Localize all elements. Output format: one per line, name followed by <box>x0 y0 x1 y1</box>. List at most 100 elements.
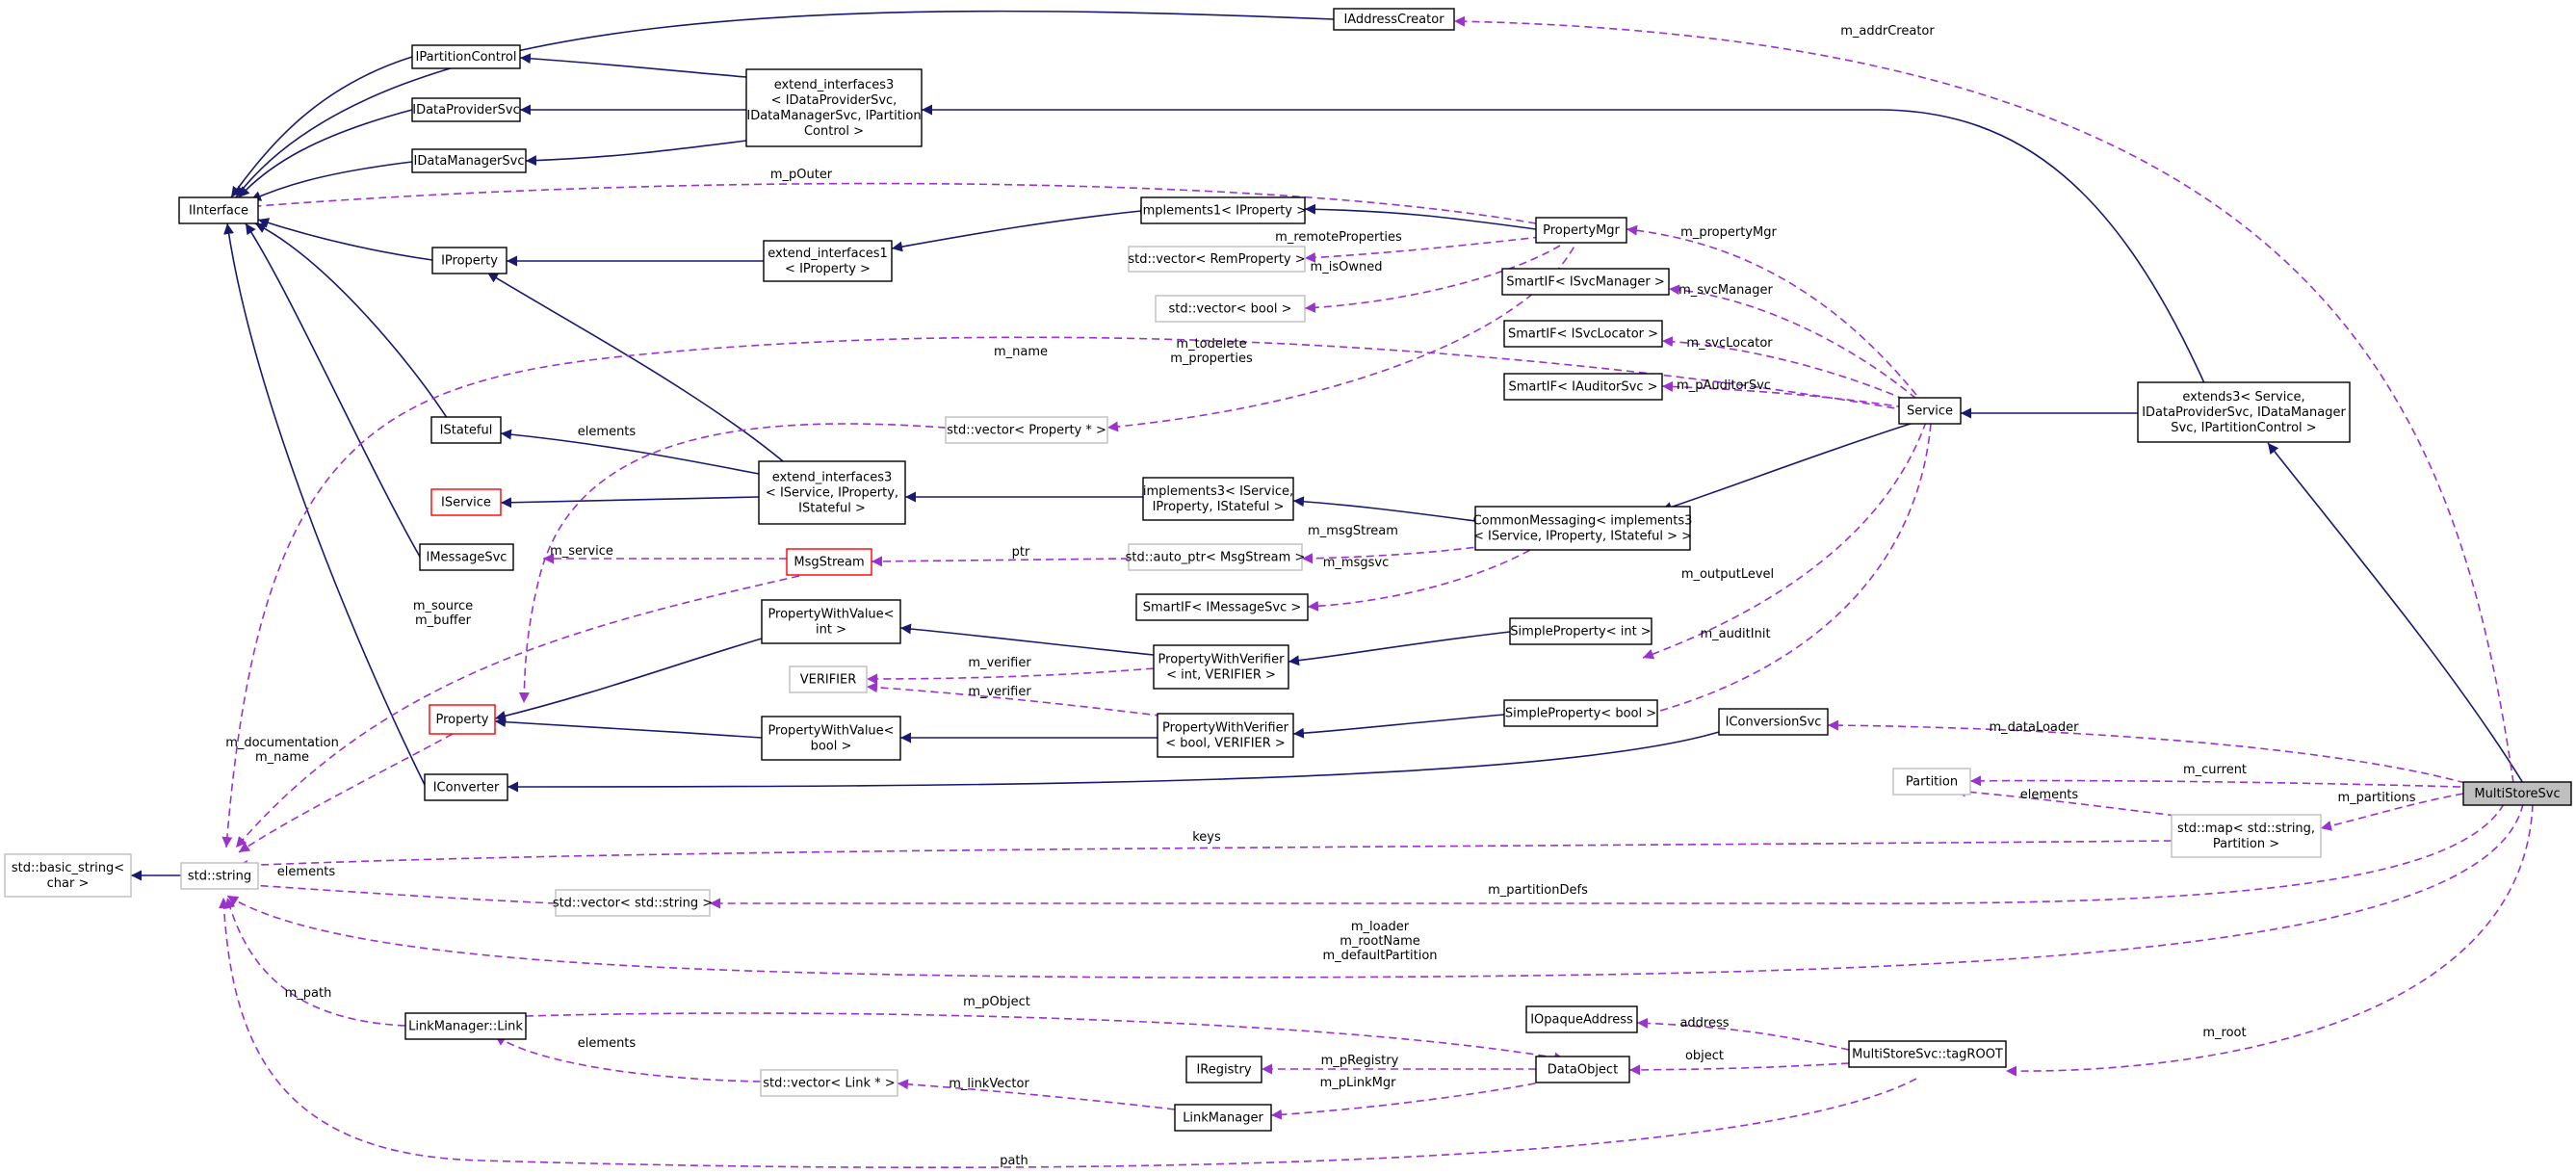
node-iaddresscreator[interactable]: IAddressCreator <box>1333 8 1455 31</box>
node-box <box>2137 381 2351 443</box>
node-implements1[interactable]: implements1< IProperty > <box>1139 196 1307 224</box>
edge-propertymgr-impl1 <box>1304 203 1537 230</box>
node-box <box>180 862 259 890</box>
node-label: Control > <box>804 124 864 139</box>
node-extend-interfaces1[interactable]: extend_interfaces1< IProperty > <box>763 240 893 282</box>
edge-iaddresscreator-iinterface <box>235 10 1335 198</box>
edge-current <box>1969 775 2461 788</box>
node-vector-string[interactable]: std::vector< std::string > <box>553 889 713 917</box>
node-idatamanagersvc[interactable]: IDataManagerSvc <box>411 148 527 173</box>
node-iproperty[interactable]: IProperty <box>431 247 507 274</box>
node-box <box>1128 543 1303 571</box>
node-vector-remproperty[interactable]: std::vector< RemProperty > <box>1128 246 1306 273</box>
node-linkmanager-link[interactable]: LinkManager::Link <box>404 1012 527 1040</box>
edge-label-line: m_dataLoader <box>1990 720 2080 735</box>
node-label: IStateful <box>440 424 493 438</box>
node-partition[interactable]: Partition <box>1892 768 1971 796</box>
node-map-string-partition[interactable]: std::map< std::string,Partition > <box>2171 814 2322 858</box>
edge-ext3c-istateful <box>500 429 760 475</box>
node-label: VERIFIER <box>800 673 857 688</box>
node-istateful[interactable]: IStateful <box>430 416 502 444</box>
node-propertywithvalue-bool[interactable]: PropertyWithValue<bool > <box>761 716 901 761</box>
node-iconversionsvc[interactable]: IConversionSvc <box>1718 708 1829 736</box>
node-implements3[interactable]: implements3< IService,IProperty, IStatef… <box>1142 477 1294 521</box>
edge-commonmsg-impl3 <box>1292 496 1476 522</box>
node-basic-string-char[interactable]: std::basic_string<char > <box>4 853 132 898</box>
node-label: IOpaqueAddress <box>1530 1013 1633 1028</box>
node-verifier[interactable]: VERIFIER <box>789 665 868 693</box>
node-box <box>1503 320 1663 348</box>
node-extend-interfaces3-service[interactable]: extend_interfaces3< IService, IProperty,… <box>758 460 906 525</box>
node-iconverter[interactable]: IConverter <box>424 773 508 801</box>
node-iinterface[interactable]: IInterface <box>178 196 259 224</box>
node-smartif-iauditorsvc[interactable]: SmartIF< IAuditorSvc > <box>1503 373 1663 401</box>
edge-pouter <box>244 182 1537 224</box>
node-vector-bool[interactable]: std::vector< bool > <box>1155 295 1306 323</box>
node-vector-link-ptr[interactable]: std::vector< Link * > <box>760 1069 898 1097</box>
edge-loader <box>226 803 2524 978</box>
node-vector-property-ptr[interactable]: std::vector< Property * > <box>945 416 1108 444</box>
edge-label-line: m_msgsvc <box>1323 556 1389 570</box>
edge-label-line: m_pLinkMgr <box>1320 1076 1397 1090</box>
node-box <box>1153 644 1289 690</box>
node-propertywithvalue-int[interactable]: PropertyWithValue<int > <box>761 599 901 644</box>
node-box <box>2462 781 2572 806</box>
node-property[interactable]: Property <box>429 704 496 735</box>
node-smartif-isvclocator[interactable]: SmartIF< ISvcLocator > <box>1503 320 1663 348</box>
node-label: MultiStoreSvc::tagROOT <box>1852 1048 2003 1062</box>
node-label: std::vector< RemProperty > <box>1128 252 1305 267</box>
node-box <box>763 240 893 282</box>
node-service[interactable]: Service <box>1898 397 1962 425</box>
node-label: int > <box>816 623 846 638</box>
node-smartif-imessagesvc[interactable]: SmartIF< IMessageSvc > <box>1135 593 1309 621</box>
node-iservice[interactable]: IService <box>430 488 502 516</box>
node-extend-interfaces3-dataprovider[interactable]: extend_interfaces3< IDataProviderSvc,IDa… <box>745 68 923 147</box>
label-m-addrcreator: m_addrCreator <box>1840 24 1935 39</box>
node-simpleproperty-int[interactable]: SimpleProperty< int > <box>1509 617 1652 645</box>
node-label: Partition <box>1906 775 1958 790</box>
edge-label-line: m_addrCreator <box>1840 24 1935 39</box>
edge-linkvector <box>897 1079 1176 1110</box>
edge-ext3a-idatamanagersvc <box>525 140 747 167</box>
node-propertywithverifier-int[interactable]: PropertyWithVerifier< int, VERIFIER > <box>1153 644 1289 690</box>
node-box <box>1848 1040 2007 1068</box>
node-multistoresvc[interactable]: MultiStoreSvc <box>2462 781 2572 806</box>
edge-label-line: elements <box>578 425 637 439</box>
edge-partitiondefs <box>710 803 2505 909</box>
node-imessagesvc[interactable]: IMessageSvc <box>419 543 514 571</box>
node-multistoresvc-tagroot[interactable]: MultiStoreSvc::tagROOT <box>1848 1040 2007 1068</box>
node-msgstream[interactable]: MsgStream <box>786 548 872 576</box>
label-m-verifier-1: m_verifier <box>968 656 1031 670</box>
label-m-pobject: m_pObject <box>963 995 1030 1009</box>
node-propertymgr[interactable]: PropertyMgr <box>1535 217 1627 244</box>
node-commonmessaging[interactable]: CommonMessaging< implements3< IService, … <box>1473 506 1693 551</box>
edge-label-line: m_rootName <box>1340 934 1420 949</box>
label-m-svcmanager: m_svcManager <box>1678 283 1773 298</box>
node-linkmanager[interactable]: LinkManager <box>1174 1104 1272 1132</box>
node-std-string[interactable]: std::string <box>180 862 259 890</box>
node-propertywithverifier-bool[interactable]: PropertyWithVerifier< bool, VERIFIER > <box>1157 713 1294 758</box>
node-auto-ptr-msgstream[interactable]: std::auto_ptr< MsgStream > <box>1126 543 1306 571</box>
edge-label-line: keys <box>1192 830 1221 845</box>
edge-elements-part <box>1954 786 2201 820</box>
node-simpleproperty-bool[interactable]: SimpleProperty< bool > <box>1503 699 1658 727</box>
node-label: IDataProviderSvc, IDataManager <box>2142 405 2346 420</box>
edge-istateful-iinterface <box>254 222 452 425</box>
edge-label-line: m_current <box>2183 763 2247 777</box>
node-box <box>431 247 507 274</box>
edge-label-line: m_service <box>550 544 613 559</box>
node-dataobject[interactable]: DataObject <box>1535 1056 1630 1083</box>
node-iopaqueaddress[interactable]: IOpaqueAddress <box>1525 1005 1638 1033</box>
node-iregistry[interactable]: IRegistry <box>1185 1056 1262 1083</box>
label-m-msgstream: m_msgStream <box>1308 524 1398 538</box>
node-box <box>1128 246 1306 273</box>
edge-partitions <box>2320 793 2464 831</box>
node-idataprovidersvc[interactable]: IDataProviderSvc <box>411 97 521 122</box>
node-box <box>1157 713 1294 758</box>
node-smartif-isvcmanager[interactable]: SmartIF< ISvcManager > <box>1501 268 1670 296</box>
node-extends3-service[interactable]: extends3< Service,IDataProviderSvc, IDat… <box>2137 381 2351 443</box>
node-ipartitioncontrol[interactable]: IPartitionControl <box>411 44 521 69</box>
node-label: IDataManagerSvc, IPartition <box>746 109 921 123</box>
label-m-pouter: m_pOuter <box>770 168 833 182</box>
